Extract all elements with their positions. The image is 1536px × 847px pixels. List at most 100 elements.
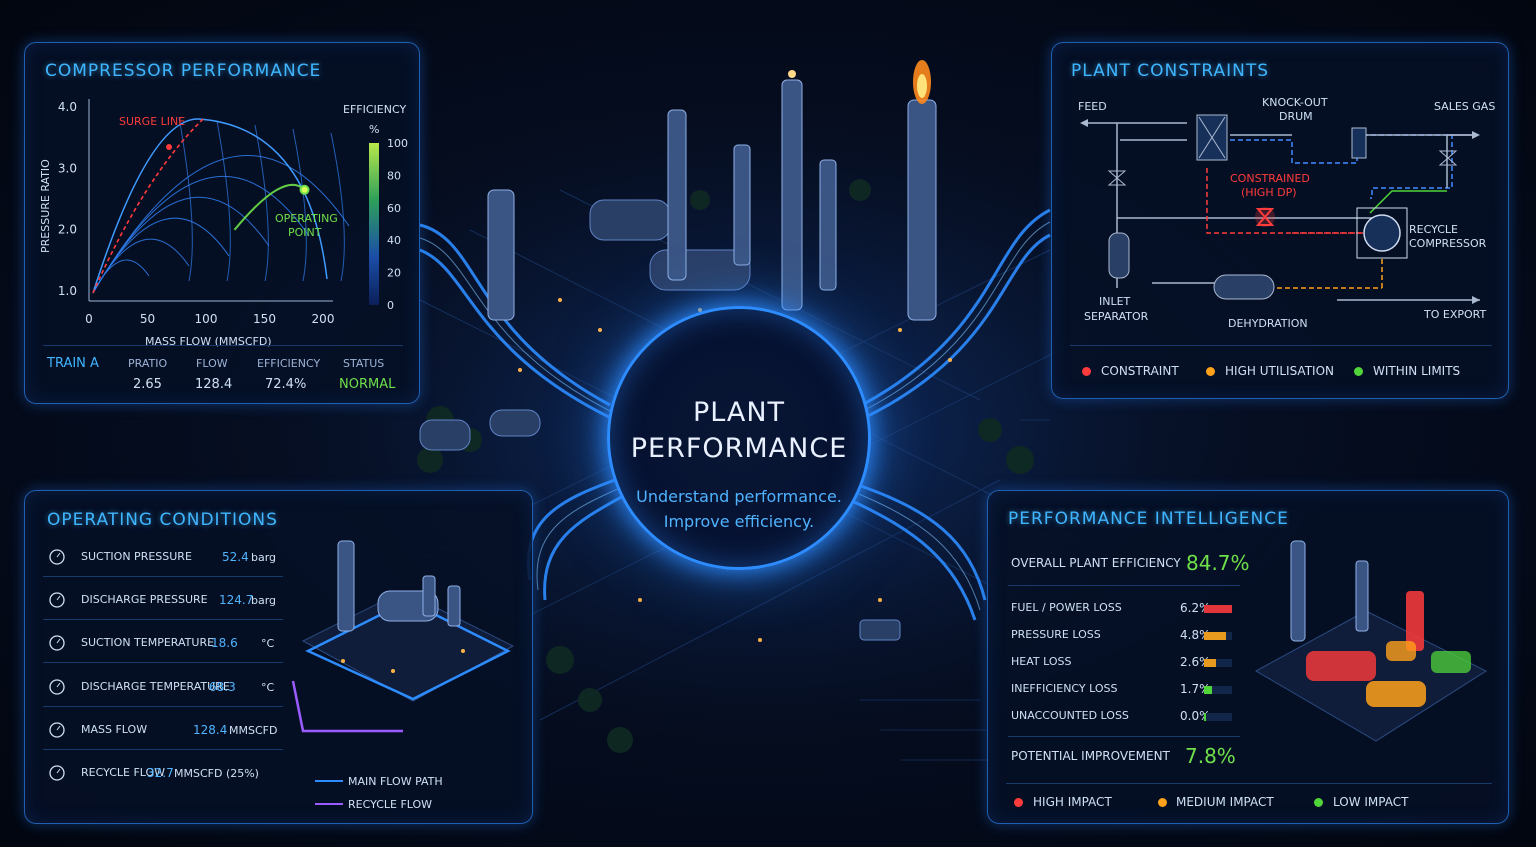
value-pratio: 2.65 [133,377,162,392]
legend-high-impact: HIGH IMPACT [1033,795,1112,809]
label-dehydration: DEHYDRATION [1228,317,1308,330]
speed-line [292,128,307,282]
plant-constraints-panel: PLANT CONSTRAINTS [1051,42,1509,399]
panel-title: OPERATING CONDITIONS [47,510,278,530]
thermometer-icon [47,632,67,658]
operating-point-marker [299,184,310,195]
loss-bar-track [1204,659,1232,667]
pressure-gauge-icon [47,546,67,572]
low-impact-dot [1314,798,1323,807]
loss-bar-fill [1204,632,1226,640]
condition-label: SUCTION PRESSURE [81,550,192,563]
colorbar-tick-label: 60 [387,202,401,215]
condition-label: RECYCLE FLOW [81,766,166,779]
train-label: TRAIN A [47,356,99,371]
legend-high-utilisation: HIGH UTILISATION [1225,364,1334,378]
within-limits-dot [1354,367,1363,376]
loss-bar-track [1204,686,1232,694]
panel-title: COMPRESSOR PERFORMANCE [45,61,322,81]
legend-main-flow: MAIN FLOW PATH [348,775,443,788]
constraint-dot [1082,367,1091,376]
value-flow: 128.4 [195,377,233,392]
label-feed: FEED [1078,100,1107,113]
label-constrained-1: CONSTRAINED [1230,172,1310,185]
colorbar-tick-label: 80 [387,169,401,182]
row-divider [43,662,283,664]
label-sales-gas: SALES GAS [1434,100,1496,113]
condition-unit: °C [261,680,275,694]
panel-title: PLANT CONSTRAINTS [1071,61,1270,81]
efficiency-contour [92,217,230,294]
loss-value: 4.8% [1180,628,1211,642]
x-tick-label: 200 [312,312,335,326]
header-efficiency: EFFICIENCY [257,357,321,370]
y-axis-label: PRESSURE RATIO [39,159,52,253]
recycle-icon [47,762,67,788]
potential-improvement-value: 7.8% [1185,744,1236,768]
loss-bar-track [1204,713,1232,721]
header-flow: FLOW [196,357,228,370]
condition-unit: MMSCFD (25%) [174,767,259,780]
surge-line-label: SURGE LINE [119,115,185,128]
loss-value: 6.2% [1180,601,1211,615]
choke-boundary [92,118,328,294]
label-constrained-2: (HIGH DP) [1241,186,1297,199]
loss-value: 2.6% [1180,655,1211,669]
loss-label: UNACCOUNTED LOSS [1011,709,1129,722]
speed-line [178,116,193,282]
y-tick-label: 2.0 [58,223,77,237]
potential-improvement-label: POTENTIAL IMPROVEMENT [1011,749,1170,763]
speed-line [216,120,231,282]
header-status: STATUS [343,357,385,370]
high-impact-dot [1014,798,1023,807]
operating-point-label: POINT [288,226,322,239]
row-divider [43,619,283,621]
colorbar-unit: % [369,123,379,136]
flow-icon [47,719,67,745]
compressor-station-illustration [291,540,515,733]
x-tick-label: 50 [140,312,155,326]
condition-label: SUCTION TEMPERATURE [81,636,215,650]
loss-bar-fill [1204,686,1212,694]
loss-label: HEAT LOSS [1011,655,1072,668]
label-recycle-2: COMPRESSOR [1409,237,1487,250]
loss-bar-fill [1204,713,1206,721]
legend-low-impact: LOW IMPACT [1333,795,1409,809]
thermometer-icon [47,676,67,702]
efficiency-contour [92,155,350,294]
value-efficiency: 72.4% [265,377,307,392]
condition-value: 68.3 [209,679,236,694]
colorbar-title: EFFICIENCY [343,103,406,116]
efficiency-contour [92,175,310,294]
row-divider [43,748,283,750]
medium-impact-dot [1158,798,1167,807]
condition-value: 18.6 [211,636,238,651]
loss-label: FUEL / POWER LOSS [1011,601,1122,614]
efficiency-colorbar [369,143,379,305]
condition-value: 52.4 [222,550,249,564]
row-divider [43,576,283,577]
condition-label: DISCHARGE TEMPERATURE [81,679,230,693]
colorbar-tick-label: 40 [387,234,401,247]
condition-value: 128.4 [193,722,228,737]
colorbar-tick-label: 0 [387,299,394,312]
surge-point [166,144,172,150]
x-tick-label: 0 [85,312,93,326]
divider [1008,585,1240,586]
plant-performance-hub[interactable]: PLANT PERFORMANCE Understand performance… [607,306,871,570]
label-inlet-1: INLET [1099,295,1131,308]
divider [1008,736,1240,737]
main-flow-swatch [315,780,343,782]
row-divider [43,705,283,707]
divider [43,345,403,346]
x-axis-label: MASS FLOW (MMSCFD) [145,335,272,348]
legend-medium-impact: MEDIUM IMPACT [1176,795,1274,809]
condition-label: MASS FLOW [81,722,148,736]
condition-unit: barg [251,594,277,608]
x-tick-label: 100 [195,312,218,326]
speed-line [330,132,345,282]
speed-line [254,124,269,282]
loss-value: 1.7% [1180,682,1211,696]
loss-bar-fill [1204,605,1232,613]
